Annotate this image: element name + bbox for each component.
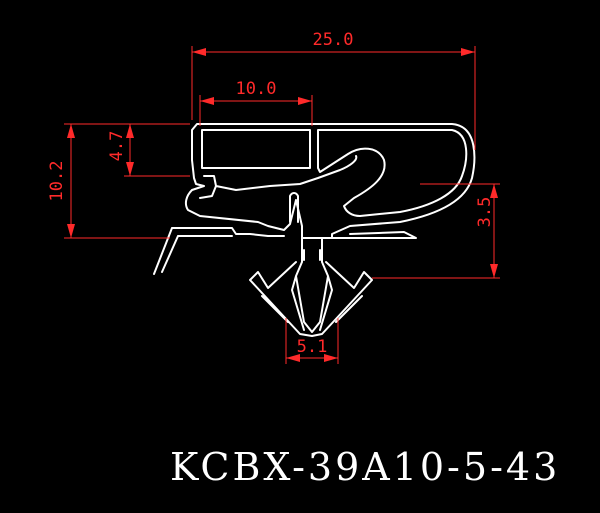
right-flange [331,231,417,239]
overall-width-label: 25.0 [313,30,354,50]
overall-height-label: 10.2 [47,161,67,202]
stem-slot [289,192,299,223]
top-chamber [201,129,311,169]
dimension-top-chamber-width: 10.0 [199,79,313,126]
dimension-overall-width: 25.0 [191,30,476,150]
inner-slot [199,155,358,199]
dimension-overall-height: 10.2 [47,123,190,239]
dart-anchor [249,237,373,337]
part-number: KCBX-39A10-5-43 [170,445,560,489]
gasket-profile [153,123,476,337]
dart-width-label: 5.1 [297,337,328,357]
dimension-top-chamber-height: 4.7 [107,124,190,177]
top-chamber-height-label: 4.7 [107,131,127,162]
bulb-inner-loop [317,129,468,217]
left-flap [153,227,285,275]
dimension-dart-width: 5.1 [285,318,339,364]
right-lip-height-label: 3.5 [475,197,495,228]
top-chamber-width-label: 10.0 [236,79,277,99]
dimension-right-lip-height: 3.5 [372,183,500,279]
profile-outer-outline [184,123,476,239]
